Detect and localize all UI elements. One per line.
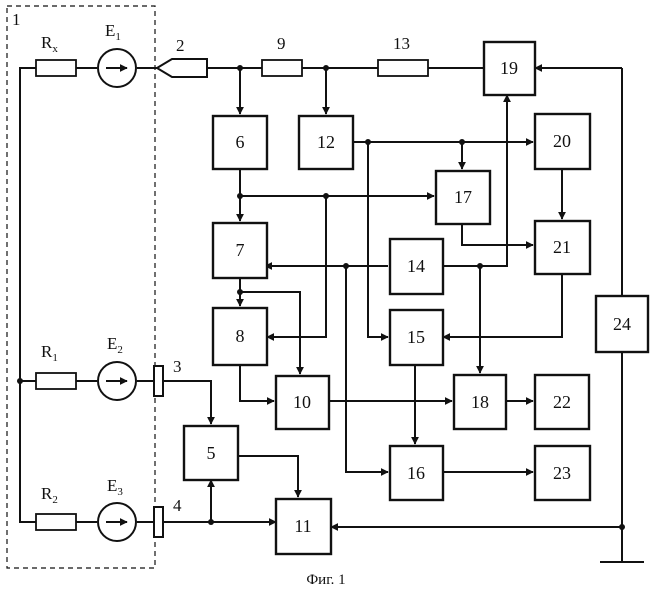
block-21: 21 (535, 221, 590, 274)
block-15: 15 (390, 310, 443, 365)
wire (163, 381, 211, 424)
resistor-9 (262, 60, 302, 76)
label-connector-4: 4 (173, 496, 182, 515)
block-10: 10 (276, 376, 329, 429)
svg-text:23: 23 (553, 463, 571, 483)
block-5: 5 (184, 426, 238, 480)
svg-text:19: 19 (500, 58, 518, 78)
block-16: 16 (390, 446, 443, 500)
label-e2: E2 (107, 334, 123, 356)
block-12: 12 (299, 116, 353, 169)
figure-caption: Фиг. 1 (306, 572, 345, 588)
connector-2 (157, 59, 207, 77)
label-r1: R1 (41, 342, 58, 364)
svg-text:6: 6 (236, 132, 245, 152)
wire (443, 274, 562, 337)
left-bus-wire (20, 68, 36, 522)
label-connector-2: 2 (176, 36, 185, 55)
connector-4 (154, 507, 163, 537)
svg-text:22: 22 (553, 392, 571, 412)
resistor-r2 (36, 514, 76, 530)
block-8: 8 (213, 308, 267, 365)
block-14: 14 (390, 239, 443, 294)
block-23: 23 (535, 446, 590, 500)
label-r2: R2 (41, 484, 58, 506)
label-connector-3: 3 (173, 357, 182, 376)
svg-text:16: 16 (407, 463, 425, 483)
resistor-13 (378, 60, 428, 76)
svg-text:24: 24 (613, 314, 631, 334)
block-6: 6 (213, 116, 267, 169)
block-19: 19 (484, 42, 535, 95)
label-resistor-13: 13 (393, 34, 410, 53)
junction-dot (17, 378, 23, 384)
resistor-r1 (36, 373, 76, 389)
resistor-rx (36, 60, 76, 76)
source-frame (7, 6, 155, 568)
wire (462, 224, 533, 245)
label-rx: Rx (41, 33, 58, 55)
svg-text:18: 18 (471, 392, 489, 412)
wire (368, 142, 388, 337)
svg-text:20: 20 (553, 131, 571, 151)
block-22: 22 (535, 375, 589, 429)
svg-text:17: 17 (454, 187, 472, 207)
block-7: 7 (213, 223, 267, 278)
connector-3 (154, 366, 163, 396)
svg-text:21: 21 (553, 237, 571, 257)
svg-text:15: 15 (407, 327, 425, 347)
wire (238, 456, 298, 497)
svg-text:10: 10 (293, 392, 311, 412)
svg-text:5: 5 (207, 443, 216, 463)
block-17: 17 (436, 171, 490, 224)
svg-text:12: 12 (317, 132, 335, 152)
block-24: 24 (596, 296, 648, 352)
block-18: 18 (454, 375, 506, 429)
block-20: 20 (535, 114, 590, 169)
svg-text:7: 7 (236, 240, 245, 260)
frame-label: 1 (12, 10, 21, 29)
svg-text:8: 8 (236, 326, 245, 346)
wire (240, 365, 274, 401)
label-resistor-9: 9 (277, 34, 286, 53)
svg-text:11: 11 (294, 516, 311, 536)
block-11: 11 (276, 499, 331, 554)
label-e1: E1 (105, 21, 121, 43)
svg-text:14: 14 (407, 256, 425, 276)
label-e3: E3 (107, 476, 123, 498)
